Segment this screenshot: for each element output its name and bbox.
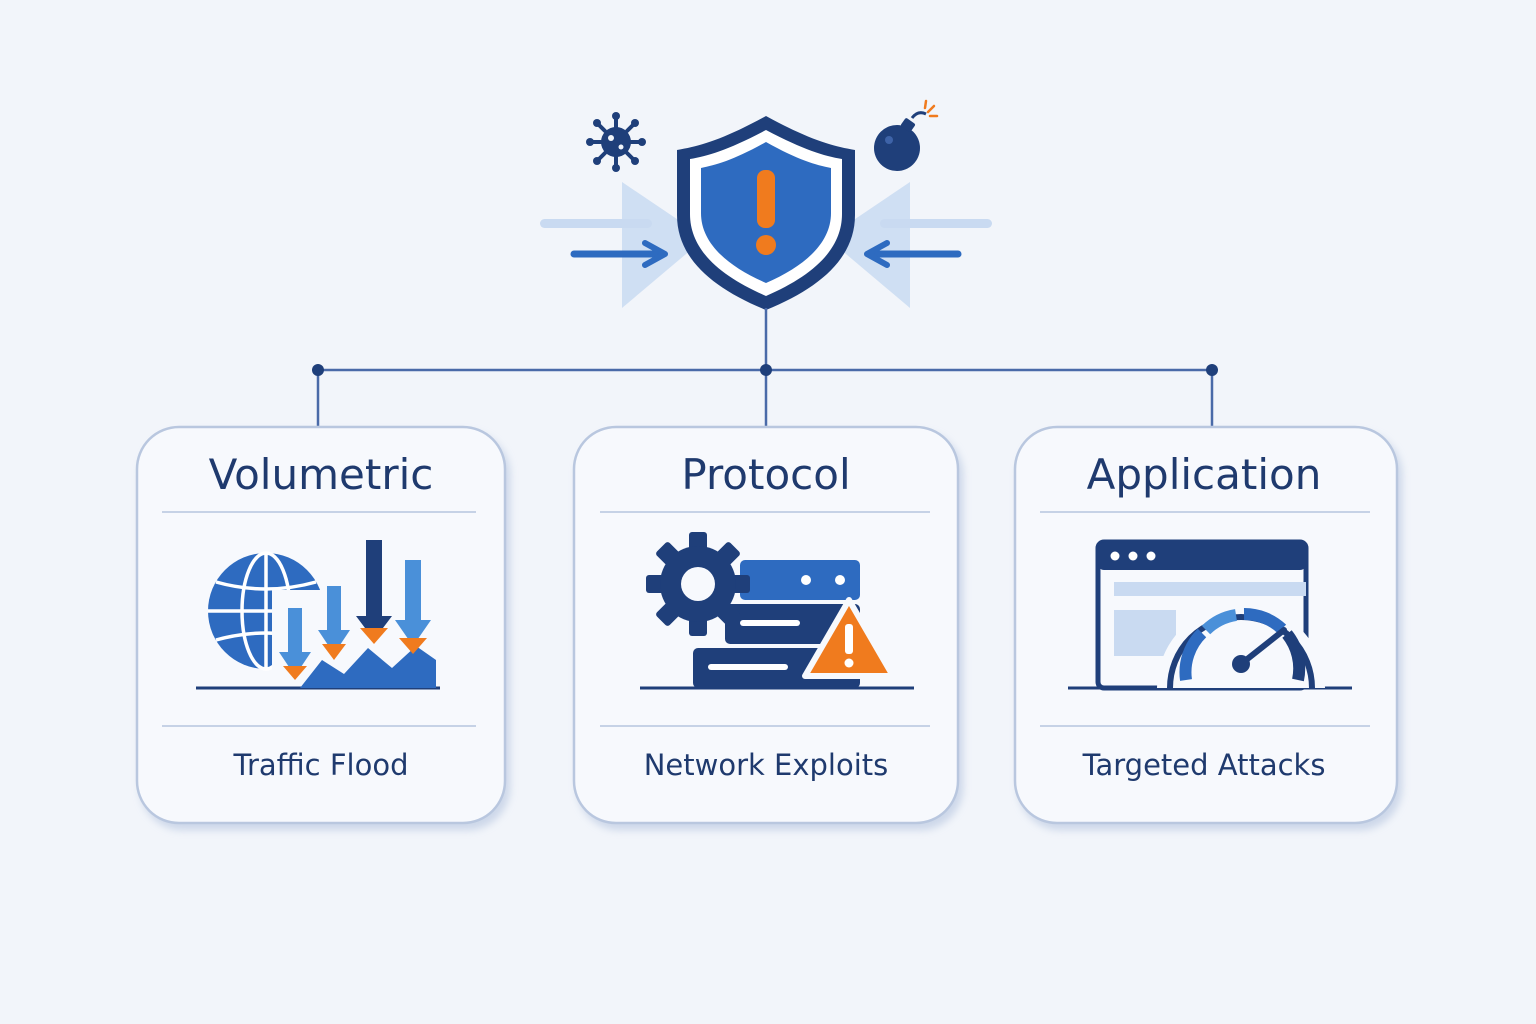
card-volumetric-title: Volumetric [208,450,434,499]
card-protocol-title: Protocol [681,450,851,499]
right-speed-line [880,219,992,228]
globe-traffic-down-icon [196,540,442,690]
browser-speedometer-icon [1068,539,1352,691]
left-funnel [622,182,705,308]
card-protocol-subtitle: Network Exploits [643,748,889,782]
bomb-icon [874,99,939,171]
falling-arrows [279,540,431,680]
right-arrow-icon [864,240,962,268]
right-funnel [827,182,910,308]
card-application-title: Application [1086,450,1322,499]
connector-nodes [312,364,1218,376]
card-volumetric-subtitle: Traffic Flood [233,748,409,782]
shield-group [540,99,992,310]
speedometer-icon [1157,604,1325,689]
gear-server-warning-icon [640,532,914,690]
card-application-subtitle: Targeted Attacks [1082,748,1326,782]
shield-alert-icon [677,116,855,310]
left-speed-line [540,219,652,228]
left-arrow-icon [570,240,668,268]
gear-icon [646,532,750,636]
virus-icon [586,112,646,172]
warning-icon [802,597,896,679]
